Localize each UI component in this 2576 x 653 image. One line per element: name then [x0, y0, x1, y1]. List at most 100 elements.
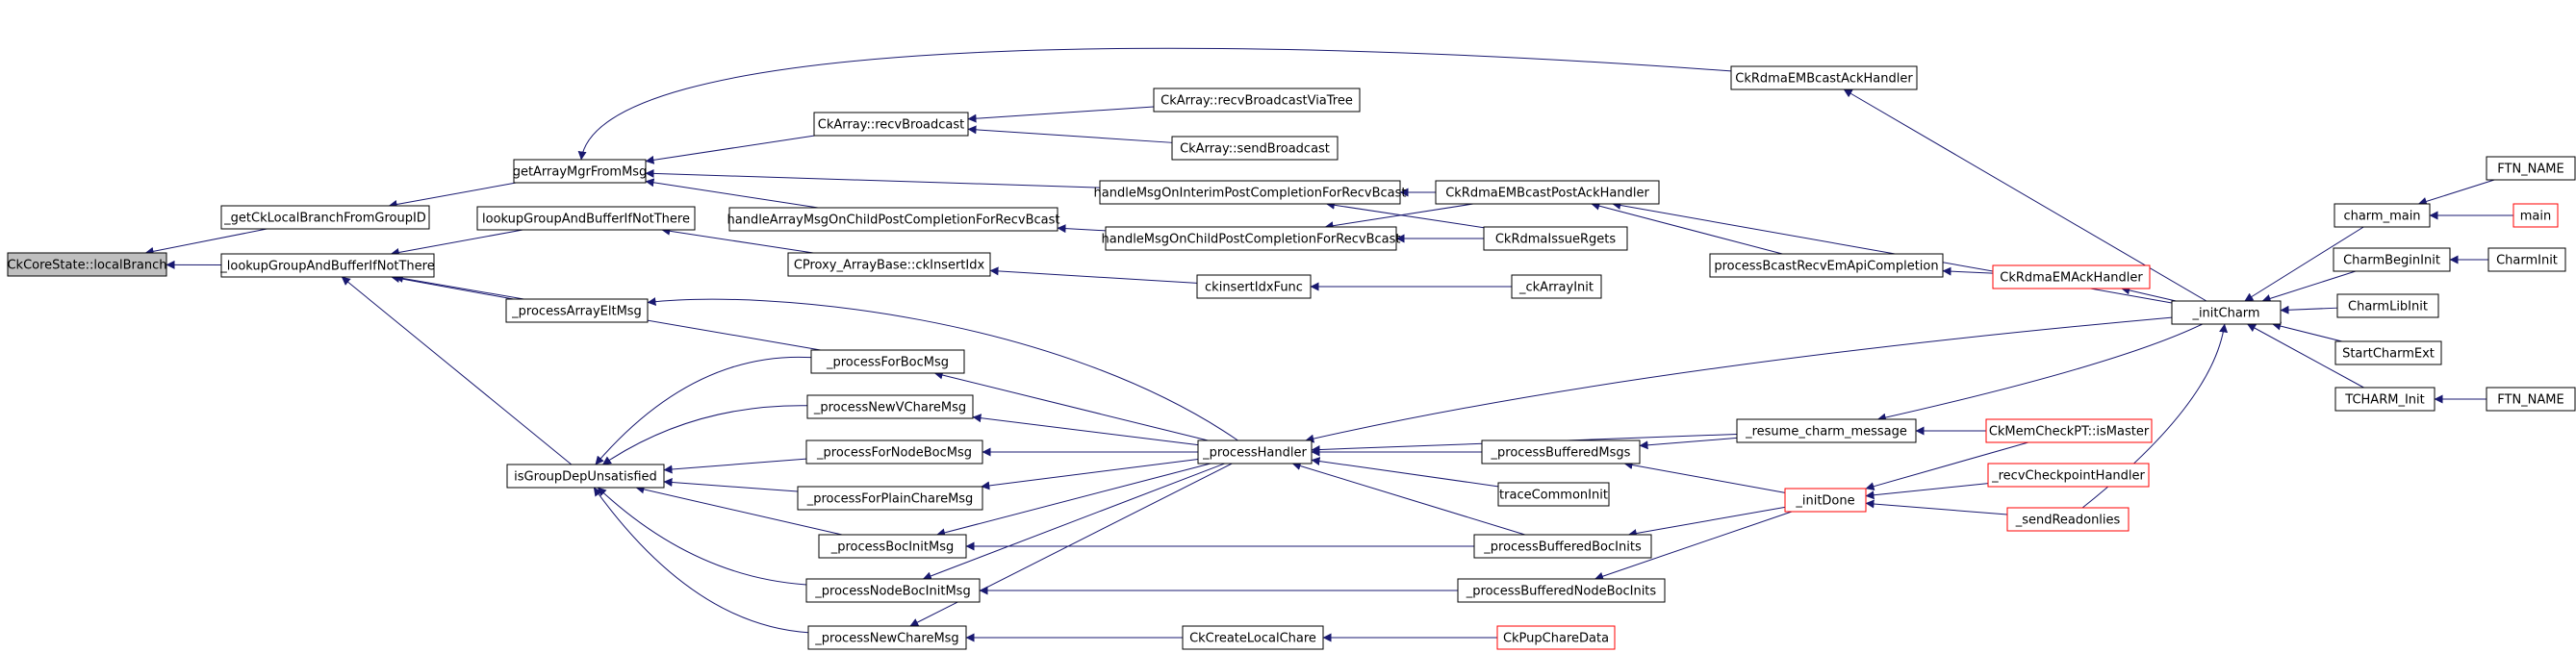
edge-n4-to-n3 [967, 106, 1155, 123]
node-n19[interactable]: CharmInit [2487, 247, 2566, 272]
node-n42[interactable]: traceCommonInit [1497, 482, 1610, 507]
node-n12[interactable]: processBcastRecvEmApiCompletion [1709, 253, 1944, 278]
node-label: FTN_NAME [2497, 163, 2563, 177]
edge-n8-to-n2 [645, 178, 819, 209]
node-label: CkArray::recvBroadcast [818, 118, 964, 133]
node-box [1709, 253, 1944, 278]
edge-n14-to-n38 [1305, 316, 2173, 443]
node-n3[interactable]: CkArray::recvBroadcast [813, 112, 969, 137]
node-label: _processForNodeBocMsg [816, 446, 972, 461]
node-n21[interactable]: StartCharmExt [2334, 340, 2442, 365]
edge-n22-to-n14 [2247, 323, 2364, 389]
node-box [1153, 88, 1361, 113]
node-n40[interactable]: _resume_charm_message [1736, 418, 1917, 443]
edge-n30-to-n37 [595, 356, 812, 465]
node-n15[interactable]: charm_main [2334, 203, 2431, 228]
node-n6[interactable]: CkRdmaEMBcastAckHandler [1730, 65, 1918, 90]
node-label: _initCharm [2191, 307, 2259, 321]
edge-n31-to-n37 [601, 405, 808, 465]
node-n34[interactable]: _processBocInitMsg [818, 534, 967, 559]
node-n49[interactable]: CkPupChareData [1496, 625, 1616, 650]
node-n25[interactable]: lookupGroupAndBufferIfNotThere [476, 206, 696, 231]
edge-n29-to-n24 [391, 274, 514, 300]
node-n17[interactable]: main [2512, 203, 2559, 228]
node-label: _processArrayEltMsg [511, 305, 642, 319]
node-n20[interactable]: CharmLibInit [2336, 293, 2439, 318]
node-n39[interactable]: _processBufferedMsgs [1481, 440, 1641, 465]
node-box [2006, 507, 2130, 532]
node-n2[interactable]: getArrayMgrFromMsg [513, 159, 648, 184]
node-n28[interactable]: _ckArrayInit [1511, 274, 1602, 299]
edge-n44-to-n43 [1627, 506, 1786, 538]
node-n9[interactable]: handleMsgOnChildPostCompletionForRecvBca… [1102, 226, 1401, 251]
node-n4[interactable]: CkArray::recvBroadcastViaTree [1153, 88, 1361, 113]
node-n1[interactable]: _getCkLocalBranchFromGroupID [220, 205, 430, 230]
node-n46[interactable]: _sendReadonlies [2006, 507, 2130, 532]
node-box [818, 534, 967, 559]
node-box [1992, 264, 2151, 289]
node-box [728, 207, 1058, 232]
node-box [1784, 488, 1867, 513]
edge-n3-to-n2 [645, 135, 815, 164]
node-n35[interactable]: _processNodeBocInitMsg [805, 578, 981, 603]
node-n13[interactable]: CkRdmaEMAckHandler [1992, 264, 2151, 289]
node-n0[interactable]: CkCoreState::localBranch [7, 252, 167, 277]
edge-n26-to-n25 [661, 226, 814, 254]
node-box [806, 394, 974, 419]
node-n23[interactable]: FTN_NAME [2486, 387, 2576, 412]
node-label: getArrayMgrFromMsg [513, 165, 648, 180]
node-label: CkArray::recvBroadcastViaTree [1160, 94, 1353, 109]
node-n27[interactable]: ckinsertIdxFunc [1196, 274, 1312, 299]
node-box [1182, 625, 1324, 650]
node-n18[interactable]: CharmBeginInit [2333, 247, 2451, 272]
node-n10[interactable]: CkRdmaEMBcastPostAckHandler [1435, 180, 1660, 205]
node-label: CkRdmaEMAckHandler [2000, 271, 2143, 286]
node-box [810, 349, 965, 374]
node-label: handleMsgOnInterimPostCompletionForRecvB… [1094, 187, 1407, 201]
node-n26[interactable]: CProxy_ArrayBase::ckInsertIdx [787, 252, 991, 277]
node-n48[interactable]: CkCreateLocalChare [1182, 625, 1324, 650]
node-label: _processBufferedBocInits [1483, 540, 1642, 555]
node-n41[interactable]: CkMemCheckPT::isMaster [1985, 418, 2153, 443]
node-box [1457, 578, 1666, 603]
node-n14[interactable]: _initCharm [2171, 300, 2282, 325]
node-box [1985, 418, 2153, 443]
edge-n40-to-n39 [1639, 437, 1738, 450]
node-n37[interactable]: isGroupDepUnsatisfied [506, 464, 665, 489]
node-n43[interactable]: _processBufferedBocInits [1473, 534, 1652, 559]
node-label: ckinsertIdxFunc [1205, 281, 1303, 295]
edge-n36-to-n37 [593, 487, 809, 634]
node-label: _processForBocMsg [826, 356, 949, 370]
node-n29[interactable]: _processArrayEltMsg [505, 298, 649, 323]
edge-n5-to-n3 [967, 125, 1173, 143]
node-n31[interactable]: _processNewVChareMsg [806, 394, 974, 419]
node-n16[interactable]: FTN_NAME [2486, 156, 2576, 181]
node-label: CkMemCheckPT::isMaster [1989, 425, 2150, 440]
node-n22[interactable]: TCHARM_Init [2334, 387, 2436, 412]
node-box [787, 252, 991, 277]
node-n33[interactable]: _processForPlainChareMsg [797, 486, 983, 511]
edge-n38-to-n33 [981, 458, 1199, 490]
edge-n38-to-n31 [972, 414, 1199, 446]
node-n47[interactable]: _processBufferedNodeBocInits [1457, 578, 1666, 603]
node-n45[interactable]: _recvCheckpointHandler [1987, 463, 2150, 488]
node-box [2512, 203, 2559, 228]
node-box [1511, 274, 1602, 299]
node-box [505, 298, 649, 323]
node-n11[interactable]: CkRdmaIssueRgets [1483, 226, 1628, 251]
node-n8[interactable]: handleArrayMsgOnChildPostCompletionForRe… [727, 207, 1060, 232]
node-label: FTN_NAME [2497, 393, 2563, 408]
node-n44[interactable]: _initDone [1784, 488, 1867, 513]
node-n32[interactable]: _processForNodeBocMsg [805, 440, 983, 465]
node-n5[interactable]: CkArray::sendBroadcast [1171, 136, 1339, 161]
edge-n33-to-n37 [663, 478, 799, 492]
node-label: _processNodeBocInitMsg [814, 585, 970, 599]
node-n36[interactable]: _processNewChareMsg [807, 625, 967, 650]
edge-n38-to-n29 [647, 297, 1238, 441]
node-n30[interactable]: _processForBocMsg [810, 349, 965, 374]
node-n24[interactable]: _lookupGroupAndBufferIfNotThere [219, 253, 435, 278]
edge-n16-to-n15 [2417, 179, 2495, 206]
node-n7[interactable]: handleMsgOnInterimPostCompletionForRecvB… [1094, 180, 1407, 205]
edge-n20-to-n14 [2280, 305, 2338, 314]
node-n38[interactable]: _processHandler [1197, 440, 1313, 465]
